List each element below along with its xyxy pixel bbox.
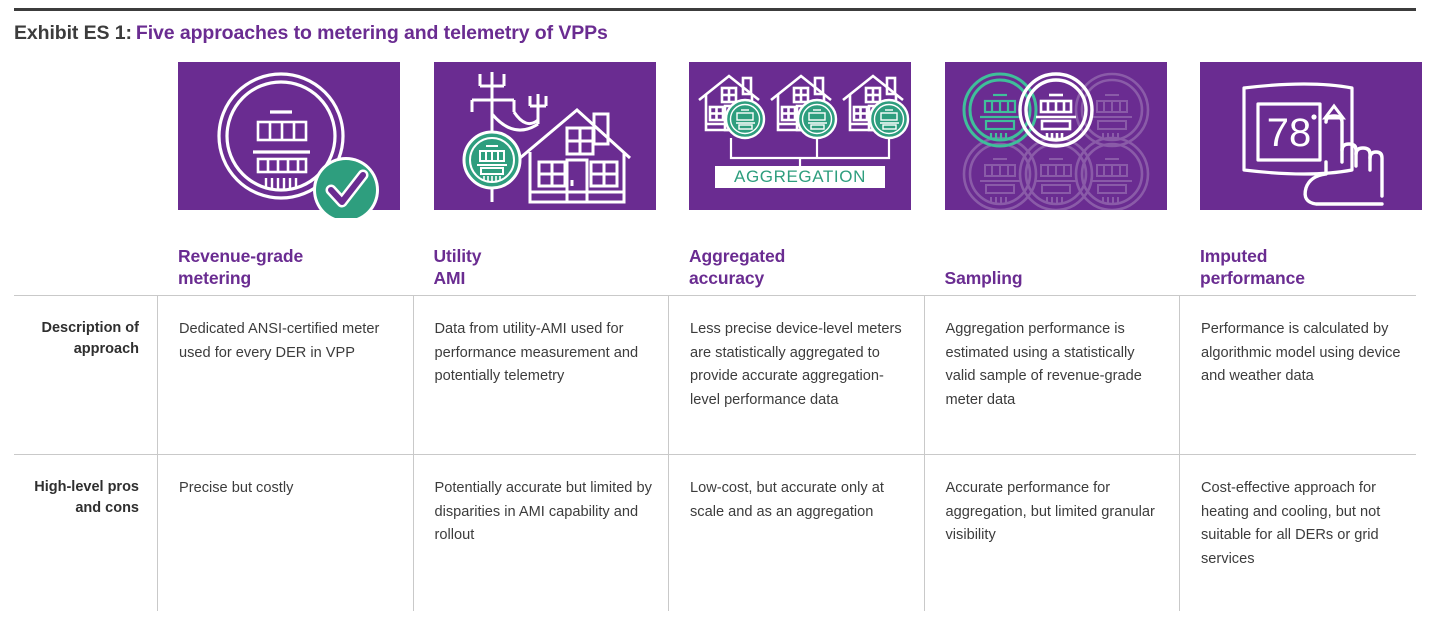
- column-heading-line2: accuracy: [689, 267, 765, 288]
- icon-cell-revenue-grade-metering: [157, 62, 413, 218]
- three-houses-aggregation-icon: AGGREGATION: [689, 62, 911, 210]
- heading-cell-utility-ami: Utility AMI: [413, 210, 669, 295]
- heading-cell-imputed-performance: Imputed performance: [1179, 210, 1430, 295]
- cell-pros-cons-aggregated-accuracy: Low-cost, but accurate only at scale and…: [668, 455, 924, 611]
- cell-description-imputed-performance: Performance is calculated by algorithmic…: [1179, 296, 1430, 454]
- exhibit-title: Exhibit ES 1:Five approaches to metering…: [14, 22, 608, 45]
- cell-description-revenue-grade-metering: Dedicated ANSI-certified meter used for …: [157, 296, 413, 454]
- row-divider-top: [14, 295, 1416, 296]
- approaches-grid: AGGREGATION: [14, 62, 1422, 626]
- table-row-description: Description of approach Dedicated ANSI-c…: [14, 296, 1416, 454]
- column-heading-line2: AMI: [433, 267, 466, 288]
- top-rule: [14, 8, 1416, 11]
- row-label-line1: High-level pros: [34, 479, 139, 495]
- revenue-grade-meter-check-icon: [178, 62, 400, 218]
- heading-cell-sampling: Sampling: [924, 210, 1180, 295]
- icon-cell-utility-ami: [413, 62, 669, 210]
- thermostat-hand-icon: 78: [1200, 62, 1422, 210]
- cell-pros-cons-sampling: Accurate performance for aggregation, bu…: [923, 455, 1180, 611]
- icon-cell-imputed-performance: 78: [1179, 62, 1430, 210]
- column-heading-line1: Imputed: [1200, 246, 1268, 267]
- table-row-pros-cons: High-level pros and cons Precise but cos…: [14, 455, 1416, 611]
- column-heading-line1: Aggregated: [689, 246, 786, 267]
- row-divider-middle: [14, 454, 1416, 455]
- headings-row-spacer: [14, 210, 157, 295]
- svg-text:78: 78: [1267, 111, 1312, 155]
- row-label-pros-cons: High-level pros and cons: [14, 455, 157, 611]
- column-heading-line1: Revenue-grade: [178, 246, 304, 267]
- headings-row: Revenue-grade metering Utility AMI Aggre…: [14, 210, 1416, 295]
- utility-pole-house-meter-icon: [433, 62, 656, 210]
- icon-row: AGGREGATION: [14, 62, 1422, 218]
- row-label-line2: approach: [73, 341, 139, 358]
- cell-pros-cons-utility-ami: Potentially accurate but limited by disp…: [412, 455, 669, 611]
- cell-description-aggregated-accuracy: Less precise device-level meters are sta…: [668, 296, 924, 454]
- svg-text:AGGREGATION: AGGREGATION: [734, 167, 866, 186]
- column-heading-line2: Sampling: [944, 267, 1023, 288]
- row-label-description: Description of approach: [14, 296, 157, 454]
- icon-cell-aggregated-accuracy: AGGREGATION: [668, 62, 924, 210]
- meter-grid-sampling-icon: [944, 62, 1167, 210]
- row-label-line1: Description of: [41, 320, 139, 336]
- icon-cell-sampling: [924, 62, 1180, 210]
- cell-pros-cons-revenue-grade-metering: Precise but costly: [157, 455, 413, 611]
- heading-cell-aggregated-accuracy: Aggregated accuracy: [668, 210, 924, 295]
- column-heading-line2: metering: [178, 267, 252, 288]
- row-label-line2: and cons: [75, 500, 139, 517]
- icon-row-spacer: [14, 62, 157, 210]
- cell-pros-cons-imputed-performance: Cost-effective approach for heating and …: [1179, 455, 1430, 611]
- cell-description-sampling: Aggregation performance is estimated usi…: [923, 296, 1180, 454]
- column-heading-line1: Utility: [433, 246, 482, 267]
- cell-description-utility-ami: Data from utility-AMI used for performan…: [412, 296, 669, 454]
- exhibit-title-prefix: Exhibit ES 1:: [14, 22, 132, 44]
- exhibit-title-main: Five approaches to metering and telemetr…: [135, 22, 608, 44]
- heading-cell-revenue-grade-metering: Revenue-grade metering: [157, 210, 413, 295]
- column-heading-line2: performance: [1200, 267, 1305, 288]
